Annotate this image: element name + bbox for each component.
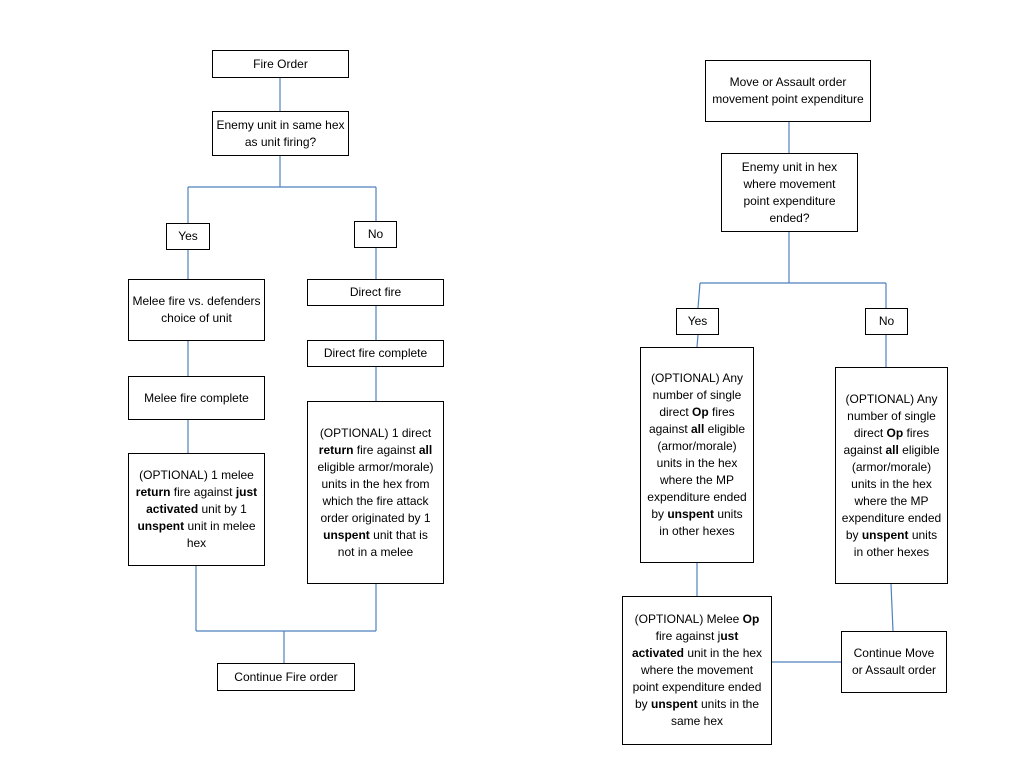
optional-melee-op-fire-text: (OPTIONAL) Melee Op fire against just ac…: [631, 612, 763, 728]
optional-yes-op-fire-text: (OPTIONAL) Any number of single direct O…: [647, 371, 747, 538]
enemy-in-hex-decision: Enemy unit in hex where movement point e…: [721, 153, 858, 232]
melee-fire-complete-box: Melee fire complete: [128, 376, 265, 420]
optional-melee-op-fire-box: (OPTIONAL) Melee Op fire against just ac…: [622, 596, 772, 745]
optional-direct-return-box: (OPTIONAL) 1 direct return fire against …: [307, 401, 444, 584]
left-no-label: No: [367, 227, 384, 241]
left-no-box: No: [354, 221, 397, 248]
direct-fire-label: Direct fire: [349, 285, 402, 299]
optional-melee-return-box: (OPTIONAL) 1 melee return fire against j…: [128, 453, 265, 566]
optional-melee-return-text: (OPTIONAL) 1 melee return fire against j…: [135, 468, 258, 550]
continue-move-assault-box: Continue Move or Assault order: [841, 631, 947, 693]
right-no-box: No: [865, 308, 908, 335]
right-yes-box: Yes: [676, 308, 719, 335]
fire-order-label: Fire Order: [253, 56, 308, 71]
left-yes-label: Yes: [178, 229, 198, 243]
direct-fire-box: Direct fire: [307, 279, 444, 306]
optional-yes-op-fire-box: (OPTIONAL) Any number of single direct O…: [640, 347, 754, 563]
right-no-label: No: [878, 314, 895, 328]
enemy-same-hex-decision: Enemy unit in same hex as unit firing?: [212, 111, 349, 156]
left-yes-box: Yes: [166, 223, 210, 250]
optional-direct-return-text: (OPTIONAL) 1 direct return fire against …: [317, 425, 434, 559]
optional-no-op-fire-box: (OPTIONAL) Any number of single direct O…: [835, 367, 948, 584]
continue-move-assault-label: Continue Move or Assault order: [851, 646, 937, 677]
melee-fire-complete-label: Melee fire complete: [144, 390, 249, 405]
enemy-in-hex-label: Enemy unit in hex where movement point e…: [741, 159, 838, 225]
optional-no-op-fire-text: (OPTIONAL) Any number of single direct O…: [841, 391, 942, 559]
melee-fire-label: Melee fire vs. defenders choice of unit: [132, 294, 261, 325]
direct-fire-complete-label: Direct fire complete: [323, 346, 428, 360]
direct-fire-complete-box: Direct fire complete: [307, 340, 444, 367]
continue-fire-order-box: Continue Fire order: [217, 663, 355, 691]
melee-fire-box: Melee fire vs. defenders choice of unit: [128, 279, 265, 341]
right-yes-label: Yes: [687, 314, 708, 328]
move-assault-order-label: Move or Assault order movement point exp…: [712, 75, 864, 106]
continue-fire-order-label: Continue Fire order: [234, 669, 338, 684]
move-assault-order-box: Move or Assault order movement point exp…: [705, 60, 871, 122]
enemy-same-hex-label: Enemy unit in same hex as unit firing?: [216, 117, 345, 149]
fire-order-box: Fire Order: [212, 50, 349, 78]
